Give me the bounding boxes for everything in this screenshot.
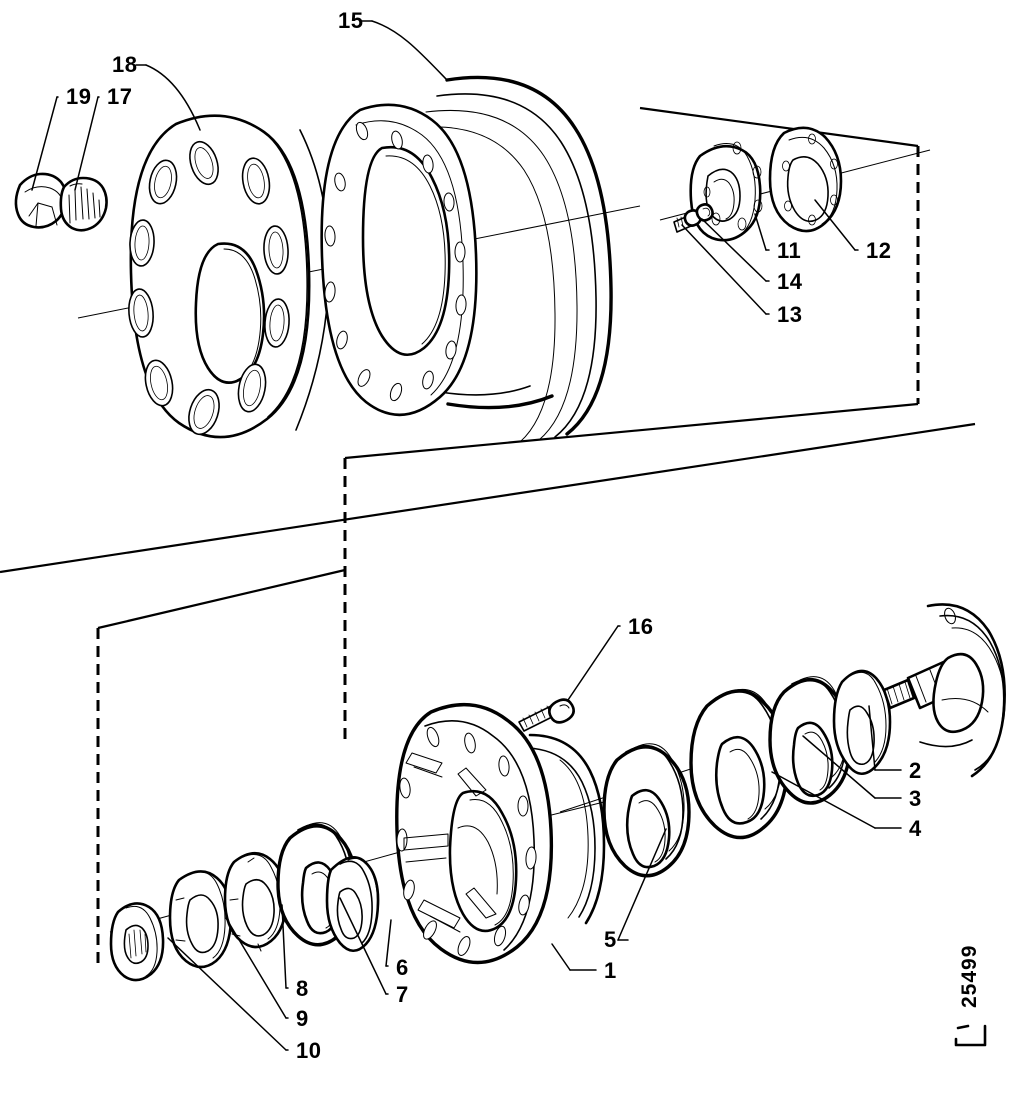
callout-number-18: 18	[112, 52, 137, 77]
callout-number-14: 14	[777, 269, 803, 294]
callout-number-5: 5	[604, 927, 617, 952]
callout-11: 11	[754, 213, 801, 263]
callout-number-15: 15	[338, 8, 363, 33]
callout-number-10: 10	[296, 1038, 321, 1063]
part-1-wheel-hub	[395, 702, 606, 965]
part-5-inner-bearing-cup	[602, 743, 691, 878]
callout-9: 9	[225, 917, 309, 1031]
callout-leader-1	[551, 943, 571, 971]
callout-16: 16	[567, 614, 653, 701]
drawing-number-block: 25499	[954, 945, 987, 1047]
drawing-number: 25499	[958, 945, 981, 1008]
part-2-spacer-ring	[832, 669, 892, 776]
callout-number-17: 17	[107, 84, 132, 109]
callout-leader-12	[814, 199, 856, 251]
callout-number-3: 3	[909, 786, 922, 811]
callout-3: 3	[802, 735, 922, 811]
callout-18: 18	[112, 52, 201, 131]
callout-number-6: 6	[396, 955, 409, 980]
callout-number-2: 2	[909, 758, 922, 783]
upper-detail-frame	[343, 106, 920, 740]
callout-leader-9	[225, 917, 287, 1019]
hub-internal-ribs	[403, 752, 497, 933]
callout-leader-17	[74, 96, 99, 191]
callout-number-4: 4	[909, 816, 922, 841]
callout-13: 13	[681, 224, 802, 327]
rim-bolt-holes	[128, 140, 290, 436]
hub-stud-holes	[396, 726, 537, 956]
callout-10: 10	[167, 937, 321, 1063]
part-11-hub-cap	[689, 141, 763, 242]
callout-number-19: 19	[66, 84, 91, 109]
callout-15: 15	[338, 8, 448, 81]
callout-number-1: 1	[604, 958, 617, 983]
callout-leader-10	[167, 937, 287, 1051]
callout-8: 8	[281, 904, 309, 1001]
callout-leader-3	[802, 735, 876, 799]
callout-leader-11	[754, 213, 767, 251]
callout-17: 17	[74, 84, 132, 191]
callout-leader-19	[31, 96, 58, 191]
axle-spindle	[882, 603, 1006, 778]
part-10-hub-nut	[109, 902, 165, 982]
callout-leader-4	[771, 771, 876, 829]
part-19-wheel-nut-outer	[14, 172, 68, 229]
part-17-wheel-nut-inner	[59, 176, 108, 232]
callout-number-11: 11	[777, 238, 801, 263]
callout-leader-7	[339, 897, 387, 995]
callout-leader-8	[281, 904, 287, 989]
corner-bracket-mark	[954, 1024, 987, 1047]
callout-1: 1	[551, 943, 617, 983]
callout-leader-15	[371, 20, 448, 81]
lower-detail-frame	[0, 422, 976, 966]
callout-19: 19	[31, 84, 91, 191]
callout-leader-14	[701, 218, 767, 282]
callout-6: 6	[385, 919, 409, 980]
callout-14: 14	[701, 218, 803, 294]
part-9-tab-washer	[168, 870, 233, 969]
part-14-screw-washer	[695, 203, 714, 222]
callout-leader-5	[617, 828, 667, 941]
callout-number-9: 9	[296, 1006, 309, 1031]
part-18-wheel-rim-disc	[128, 114, 330, 439]
callout-leader-6	[385, 919, 392, 967]
callout-4: 4	[771, 771, 922, 841]
part-8-lock-washer	[223, 851, 288, 952]
drum-stud-holes	[324, 121, 467, 402]
callout-number-13: 13	[777, 302, 802, 327]
callout-leader-16	[567, 625, 619, 701]
callout-leader-18	[145, 64, 201, 131]
callout-number-7: 7	[396, 982, 409, 1007]
callout-leader-2	[868, 705, 876, 771]
part-16-wheel-stud-bolt	[518, 698, 575, 732]
callout-number-8: 8	[296, 976, 309, 1001]
part-4-oil-seal	[689, 688, 789, 840]
callout-number-12: 12	[866, 238, 891, 263]
part-15-brake-drum	[320, 75, 613, 443]
callout-2: 2	[868, 705, 922, 783]
callout-leader-13	[681, 224, 767, 315]
part-12-cap-gasket	[768, 126, 843, 233]
callout-7: 7	[339, 897, 409, 1007]
callout-number-16: 16	[628, 614, 653, 639]
callout-12: 12	[814, 199, 891, 263]
part-6-bearing-spacer-sleeve	[325, 856, 380, 953]
callout-5: 5	[604, 828, 667, 952]
